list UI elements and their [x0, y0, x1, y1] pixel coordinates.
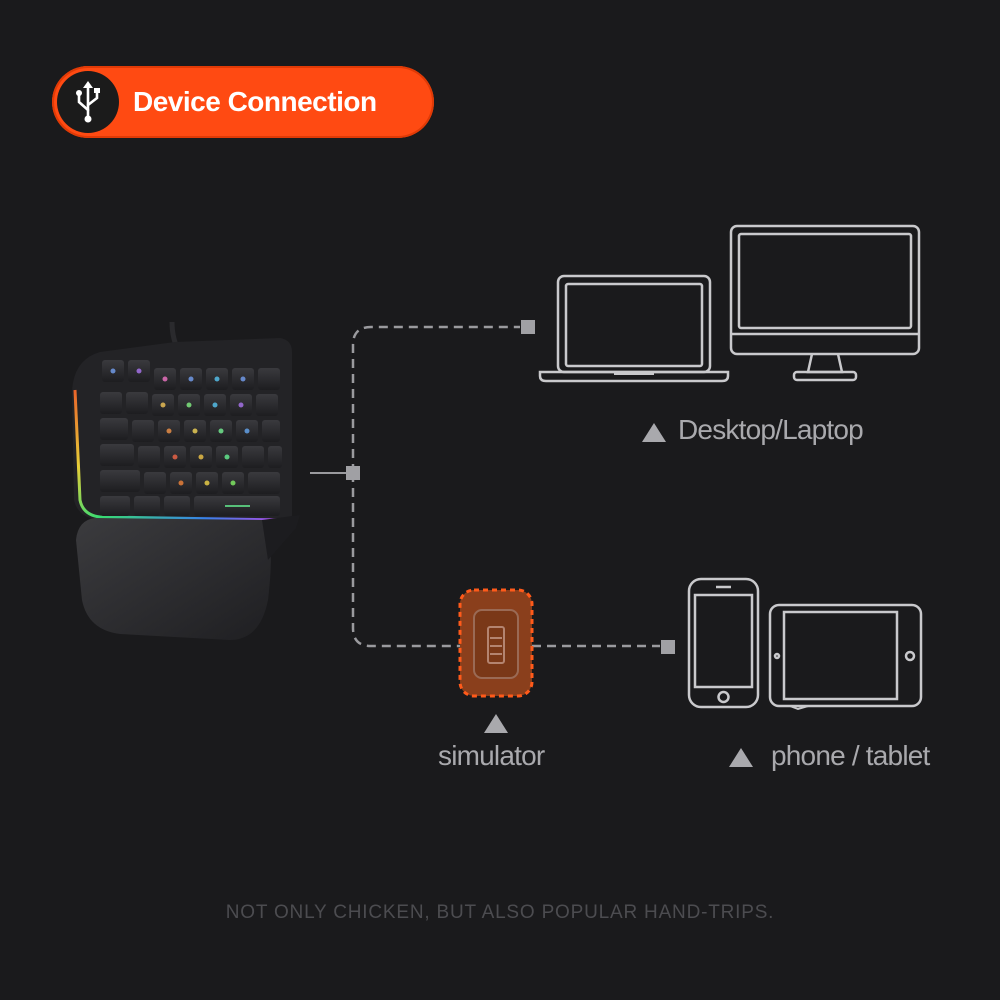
computer-endpoint-node — [521, 320, 535, 334]
triangle-marker-icon — [484, 714, 508, 733]
section-header: Device Connection — [52, 66, 434, 138]
phone-tablet-label: phone / tablet — [771, 740, 930, 771]
tablet-icon — [768, 603, 923, 711]
junction-node — [346, 466, 360, 480]
usb-icon — [57, 71, 119, 133]
connection-lines — [310, 325, 660, 648]
simulator-label: simulator — [438, 740, 545, 771]
desktop-laptop-label: Desktop/Laptop — [678, 414, 864, 445]
footer-tagline: NOT ONLY CHICKEN, BUT ALSO POPULAR HAND-… — [225, 902, 775, 923]
triangle-marker-icon — [729, 748, 753, 767]
keyboard-image — [72, 321, 300, 640]
desktop-monitor-icon — [729, 224, 921, 382]
triangle-marker-icon — [642, 423, 666, 442]
phone-icon — [687, 577, 760, 709]
mobile-endpoint-node — [661, 640, 675, 654]
laptop-icon — [538, 274, 730, 383]
section-title: Device Connection — [133, 86, 377, 117]
simulator-icon — [458, 588, 534, 698]
